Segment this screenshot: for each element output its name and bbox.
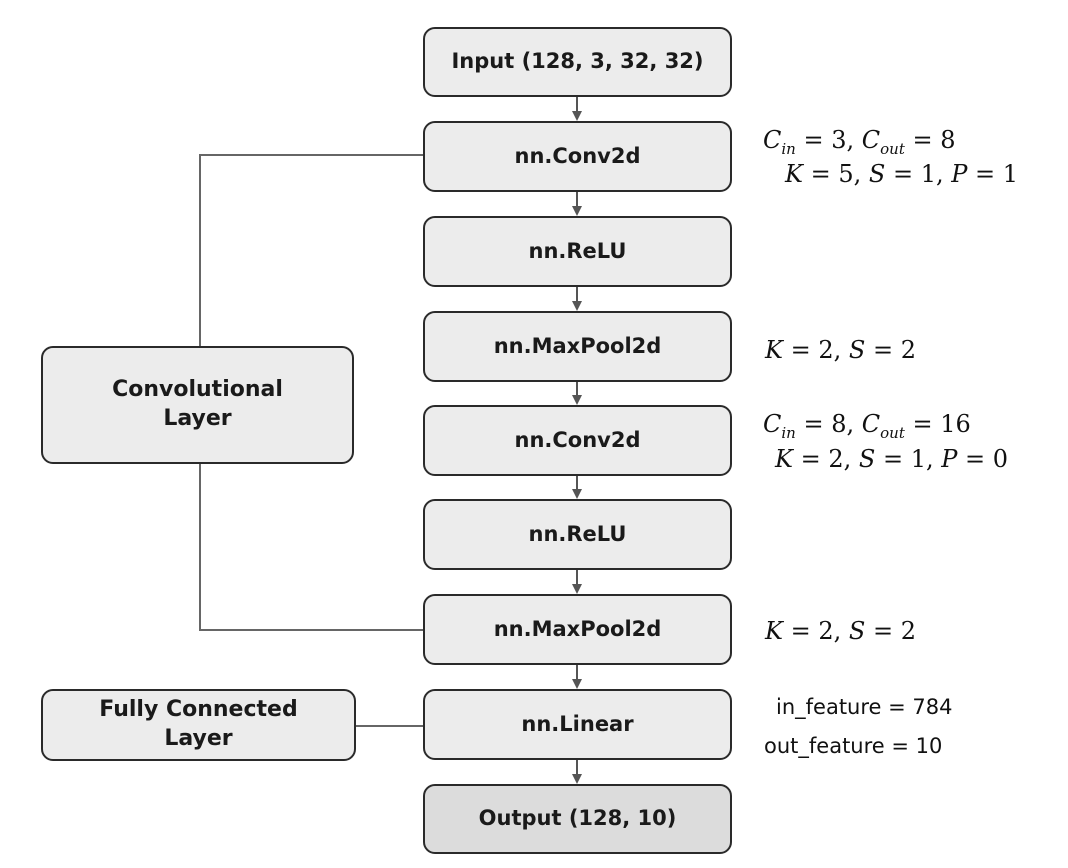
convolutional-layer-group: Convolutional Layer [41,346,354,464]
linear-node-label: nn.Linear [521,711,634,736]
fully-connected-layer-group: Fully Connected Layer [41,689,356,761]
relu-node-2-label: nn.ReLU [528,521,627,546]
relu-node-1-label: nn.ReLU [528,238,627,263]
output-node: Output (128, 10) [423,784,732,854]
output-node-label: Output (128, 10) [478,806,677,831]
fully-connected-label-line1: Fully Connected [99,697,298,723]
convolutional-layer-label-line1: Convolutional [112,377,283,403]
conv2d-2-params-channels: Cin = 8, Cout = 16 [763,410,971,442]
conv2d-1-params-channels: Cin = 3, Cout = 8 [763,126,956,158]
convolutional-layer-label-line2: Layer [163,406,232,431]
linear-out-feature-param: out_feature = 10 [764,734,943,758]
conv2d-node-2-label: nn.Conv2d [514,427,641,452]
conv-bracket-line [199,464,423,631]
maxpool-node-2-label: nn.MaxPool2d [493,616,662,641]
conv2d-node-1: nn.Conv2d [423,121,732,192]
linear-node: nn.Linear [423,689,732,760]
conv2d-1-params-kernel: K = 5, S = 1, P = 1 [785,160,1019,188]
relu-node-1: nn.ReLU [423,216,732,287]
maxpool-2-params: K = 2, S = 2 [765,617,916,645]
input-node: Input (128, 3, 32, 32) [423,27,732,97]
maxpool-node-2: nn.MaxPool2d [423,594,732,665]
maxpool-node-1-label: nn.MaxPool2d [493,333,662,358]
conv-bracket-line [199,154,423,346]
conv2d-2-params-kernel: K = 2, S = 1, P = 0 [775,445,1009,473]
conv2d-node-2: nn.Conv2d [423,405,732,476]
linear-in-feature-param: in_feature = 784 [776,695,953,719]
maxpool-1-params: K = 2, S = 2 [765,336,916,364]
conv2d-node-1-label: nn.Conv2d [514,143,641,168]
maxpool-node-1: nn.MaxPool2d [423,311,732,382]
relu-node-2: nn.ReLU [423,499,732,570]
fully-connected-label-line2: Layer [164,726,233,751]
input-node-label: Input (128, 3, 32, 32) [451,49,704,74]
